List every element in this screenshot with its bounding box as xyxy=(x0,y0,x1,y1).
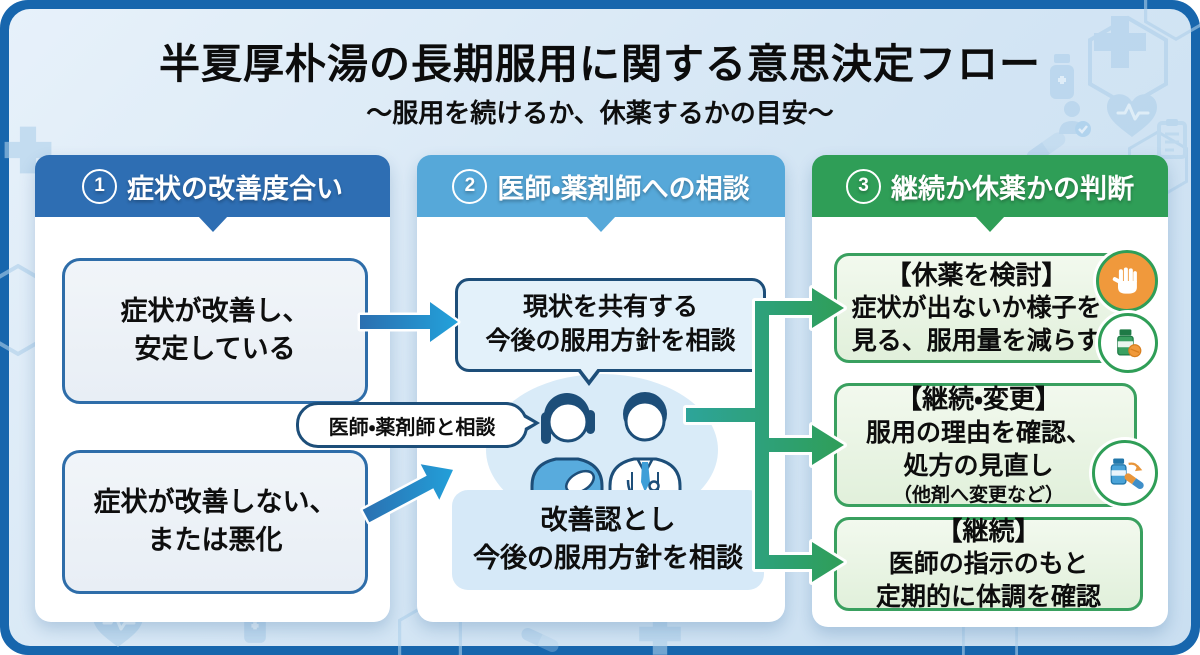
consult-callout-text: 医師・薬剤師と相談 xyxy=(328,416,496,439)
callout-tail-fill xyxy=(523,417,534,429)
page-title: 半夏厚朴湯の長期服用に関する意思決定フロー xyxy=(159,41,1041,87)
outcome-pause-body: 症状が出ないか様子を 見る、服用量を減らす xyxy=(851,294,1102,356)
step3-header-pointer xyxy=(975,216,1005,232)
outcome-continue-body: 医師の指示のもと 定期的に体調を確認 xyxy=(875,550,1101,612)
step3-number-badge: 3 xyxy=(846,168,881,204)
outcome-change-box: 【継続・変更】 服用の理由を確認、 処方の見直し （他剤へ変更など） xyxy=(834,383,1137,507)
box-symptoms-not-improved: 症状が改善しない、 または悪化 xyxy=(62,450,368,594)
step3-header: 3 継続か休薬かの判断 xyxy=(812,155,1168,232)
step2-header: 2 医師・薬剤師への相談 xyxy=(417,155,785,232)
outcome-change-note: （他剤へ変更など） xyxy=(892,484,1064,506)
consult-callout-label: 医師・薬剤師と相談 xyxy=(296,402,540,448)
outcome-continue-box: 【継続】 医師の指示のもと 定期的に体調を確認 xyxy=(834,515,1143,612)
box-symptoms-improved: 症状が改善し、 安定している xyxy=(62,258,368,404)
step3-heading: 継続か休薬かの判断 xyxy=(891,173,1134,204)
step2-header-pointer xyxy=(586,216,616,232)
step1-number-badge: 1 xyxy=(82,168,117,204)
step1-header: 1 症状の改善度合い xyxy=(35,155,390,232)
step2-heading: 医師・薬剤師への相談 xyxy=(497,173,750,204)
speech-bubble-share-status: 現状を共有する 今後の服用方針を相談 xyxy=(455,278,766,386)
outcome-pause-box: 【休薬を検討】 症状が出ないか様子を 見る、服用量を減らす xyxy=(834,253,1137,363)
outcome-change-heading: 【継続・変更】 xyxy=(896,384,1061,415)
pill-bottle-icon xyxy=(1098,313,1158,373)
medication-change-icon xyxy=(1092,440,1158,506)
outcome-continue-heading: 【継続】 xyxy=(936,515,1041,546)
outcome-change-body: 服用の理由を確認、 処方の見直し xyxy=(865,418,1091,480)
page-subtitle: 〜服用を続けるか、休薬するかの目安〜 xyxy=(366,98,834,128)
step2-number-badge: 2 xyxy=(452,168,488,204)
step1-header-pointer xyxy=(197,216,228,232)
outcome-pause-heading: 【休薬を検討】 xyxy=(885,259,1068,290)
step1-heading: 症状の改善度合い xyxy=(127,173,343,204)
stop-hand-icon xyxy=(1096,250,1158,312)
box-review-policy: 改善認とし 今後の服用方針を相談 xyxy=(452,490,764,590)
speech-bubble-share-text: 現状を共有する 今後の服用方針を相談 xyxy=(485,293,736,355)
bubble-tail-fill xyxy=(579,367,599,380)
